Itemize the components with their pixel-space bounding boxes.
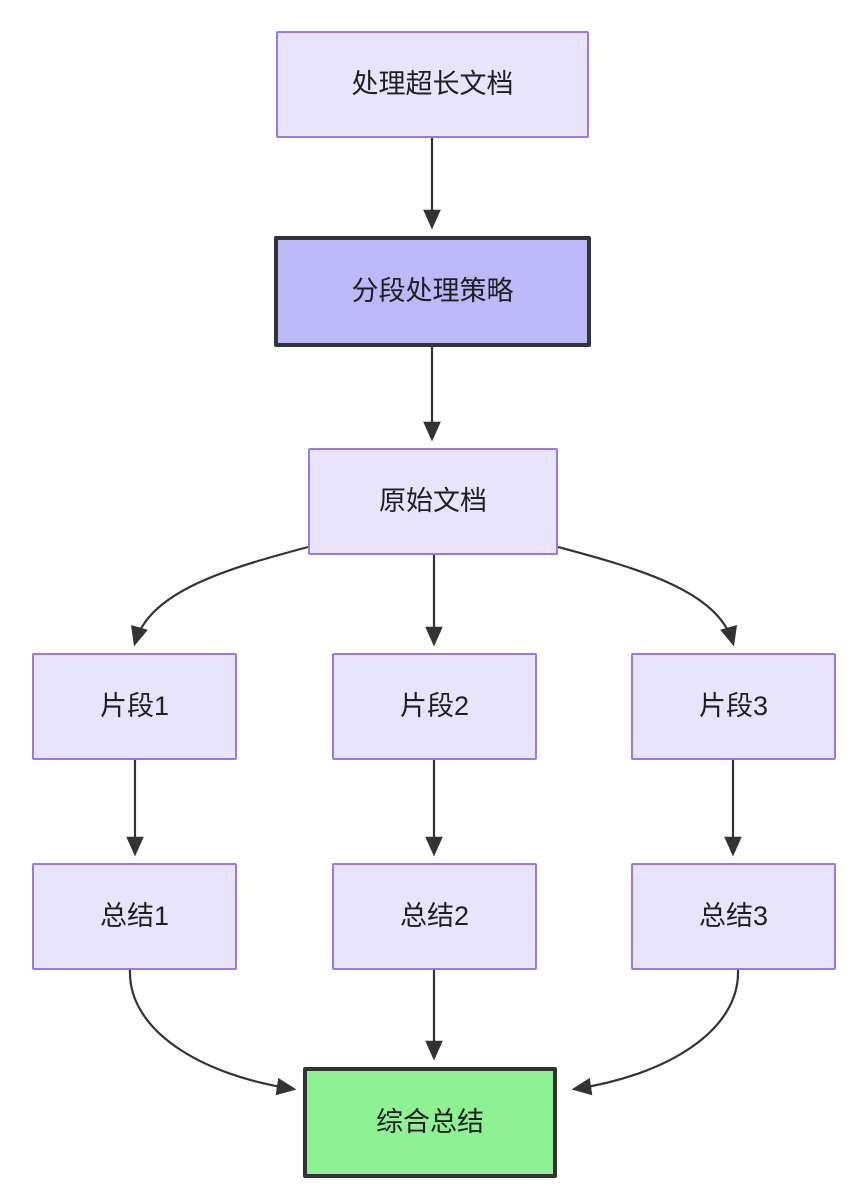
node-label: 总结3 (698, 901, 769, 932)
edge-n3-n6 (557, 545, 738, 647)
node-fragment-2[interactable]: 片段2 (332, 653, 537, 760)
node-label: 总结2 (399, 901, 470, 932)
node-final-summary[interactable]: 综合总结 (303, 1067, 557, 1178)
node-label: 综合总结 (376, 1107, 484, 1138)
node-summary-3[interactable]: 总结3 (631, 863, 836, 970)
node-chunking-strategy[interactable]: 分段处理策略 (274, 236, 591, 347)
node-process-long-document[interactable]: 处理超长文档 (276, 31, 589, 138)
edge-n7-n10 (128, 969, 297, 1096)
node-summary-2[interactable]: 总结2 (332, 863, 537, 970)
node-label: 片段3 (698, 691, 769, 722)
node-label: 原始文档 (379, 486, 487, 517)
node-summary-1[interactable]: 总结1 (32, 863, 237, 970)
node-fragment-3[interactable]: 片段3 (631, 653, 836, 760)
node-fragment-1[interactable]: 片段1 (32, 653, 237, 760)
node-original-document[interactable]: 原始文档 (308, 448, 558, 555)
node-label: 处理超长文档 (351, 69, 514, 100)
edge-n3-n4 (130, 545, 309, 647)
node-label: 分段处理策略 (351, 276, 514, 307)
edge-n9-n10 (571, 969, 740, 1096)
node-label: 片段2 (399, 691, 470, 722)
node-label: 片段1 (99, 691, 170, 722)
node-label: 总结1 (99, 901, 170, 932)
